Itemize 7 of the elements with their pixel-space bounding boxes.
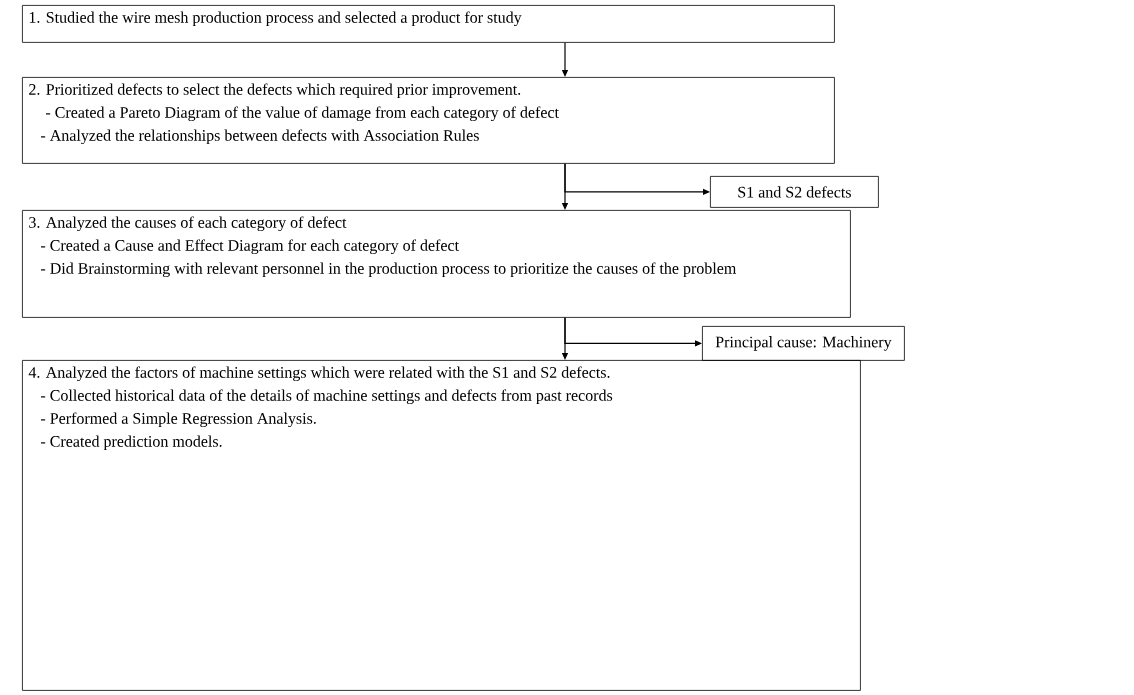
output-box: Principal cause: Machinery bbox=[702, 326, 905, 361]
arrow bbox=[564, 317, 702, 347]
process-box: 2. Prioritized defects to select the defects which required prior improvement. - Created a Pareto Diagram of the value of damage from each category of defect - Analyzed the relationships between defects with Association Rules bbox=[22, 77, 835, 164]
output-box: S1 and S2 defects bbox=[710, 176, 879, 208]
process-box: 1. Studied the wire mesh production process and selected a product for study bbox=[22, 5, 835, 43]
process-box: 3. Analyzed the causes of each category of defect - Created a Cause and Effect Diagram for each category of defect - Did Brainstorming with relevant personnel in the production process to prioritize the causes of the problem bbox=[22, 210, 851, 318]
process-box: 4. Analyzed the factors of machine settings which were related with the S1 and S2 defects. - Collected historical data of the details of machine settings and defects from past records - Performed a Simple Regression Analysis. - Created prediction models. bbox=[22, 360, 861, 691]
